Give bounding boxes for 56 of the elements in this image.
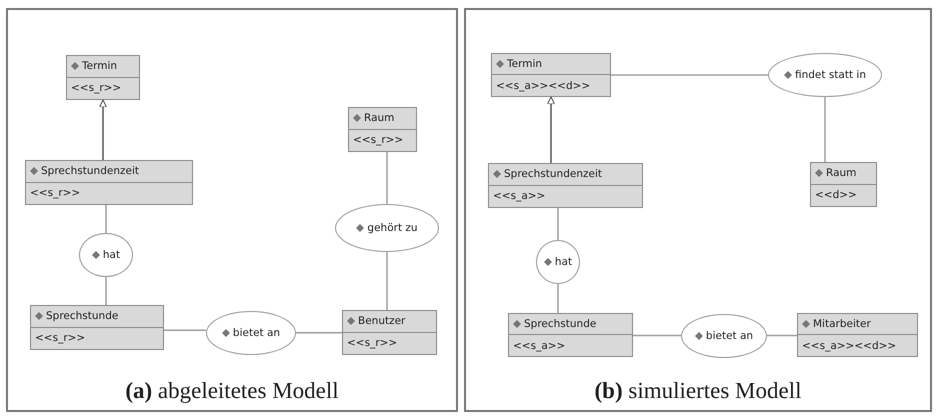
connector-line — [386, 252, 388, 310]
class-name: Benutzer — [358, 315, 406, 328]
stereotype-text: <<s_r>> — [35, 332, 86, 344]
relationship-ellipse — [536, 240, 580, 284]
class-name: Sprechstunde — [524, 318, 596, 330]
connector-line — [767, 334, 797, 336]
connector-line — [557, 284, 559, 313]
stereotype-text: <<s_a>><<d>> — [496, 80, 590, 92]
panel-caption: (b) simuliertes Modell — [594, 378, 802, 404]
relationship-name: bietet an — [232, 327, 280, 339]
panel-frame — [464, 8, 932, 412]
class-box — [491, 53, 611, 97]
class-box — [348, 107, 417, 152]
arrow — [546, 96, 556, 163]
class-name: Raum — [364, 112, 394, 124]
class-box — [797, 313, 918, 357]
class-name: Mitarbeiter — [813, 318, 871, 330]
relationship-name: findet statt in — [794, 69, 866, 81]
relationship-name: hat — [102, 249, 120, 261]
stereotype-text: <<s_a>><<d>> — [802, 340, 896, 352]
connector-line — [557, 208, 559, 240]
connector-line — [611, 74, 768, 76]
stereotype-text: <<s_a>> — [513, 340, 566, 352]
class-name: Termin — [82, 60, 118, 72]
class-name: Termin — [507, 58, 542, 70]
connector-line — [824, 97, 826, 162]
class-box — [342, 310, 437, 355]
panel-caption: (a) abgeleitetes Modell — [124, 378, 340, 404]
stereotype-text: <<s_r>> — [347, 337, 398, 350]
connector-line — [105, 277, 107, 305]
relationship-ellipse — [79, 233, 133, 277]
connector-line — [633, 334, 681, 336]
panel-frame — [6, 8, 458, 412]
relationship-name: bietet an — [706, 330, 754, 342]
relationship-name: gehört zu — [367, 222, 418, 234]
class-box — [810, 162, 877, 207]
class-box — [508, 313, 633, 357]
stereotype-text: <<s_r>> — [353, 134, 404, 146]
class-name: Sprechstundenzeit — [41, 165, 139, 178]
class-name: Raum — [826, 167, 856, 180]
stereotype-text: <<d>> — [815, 189, 857, 202]
connector-line — [105, 205, 107, 233]
stereotype-text: <<s_a>> — [493, 190, 546, 202]
connector-line — [386, 152, 388, 204]
connector-line — [296, 332, 342, 334]
class-name: Sprechstunde — [46, 310, 118, 322]
class-name: Sprechstundenzeit — [504, 168, 602, 180]
arrow — [98, 99, 108, 160]
class-box — [66, 55, 140, 100]
class-box — [25, 160, 193, 205]
stereotype-text: <<s_r>> — [30, 187, 80, 200]
class-box — [488, 163, 643, 208]
relationship-name: hat — [554, 256, 572, 268]
stereotype-text: <<s_r>> — [71, 82, 122, 94]
class-box — [30, 305, 164, 350]
connector-line — [164, 330, 206, 332]
